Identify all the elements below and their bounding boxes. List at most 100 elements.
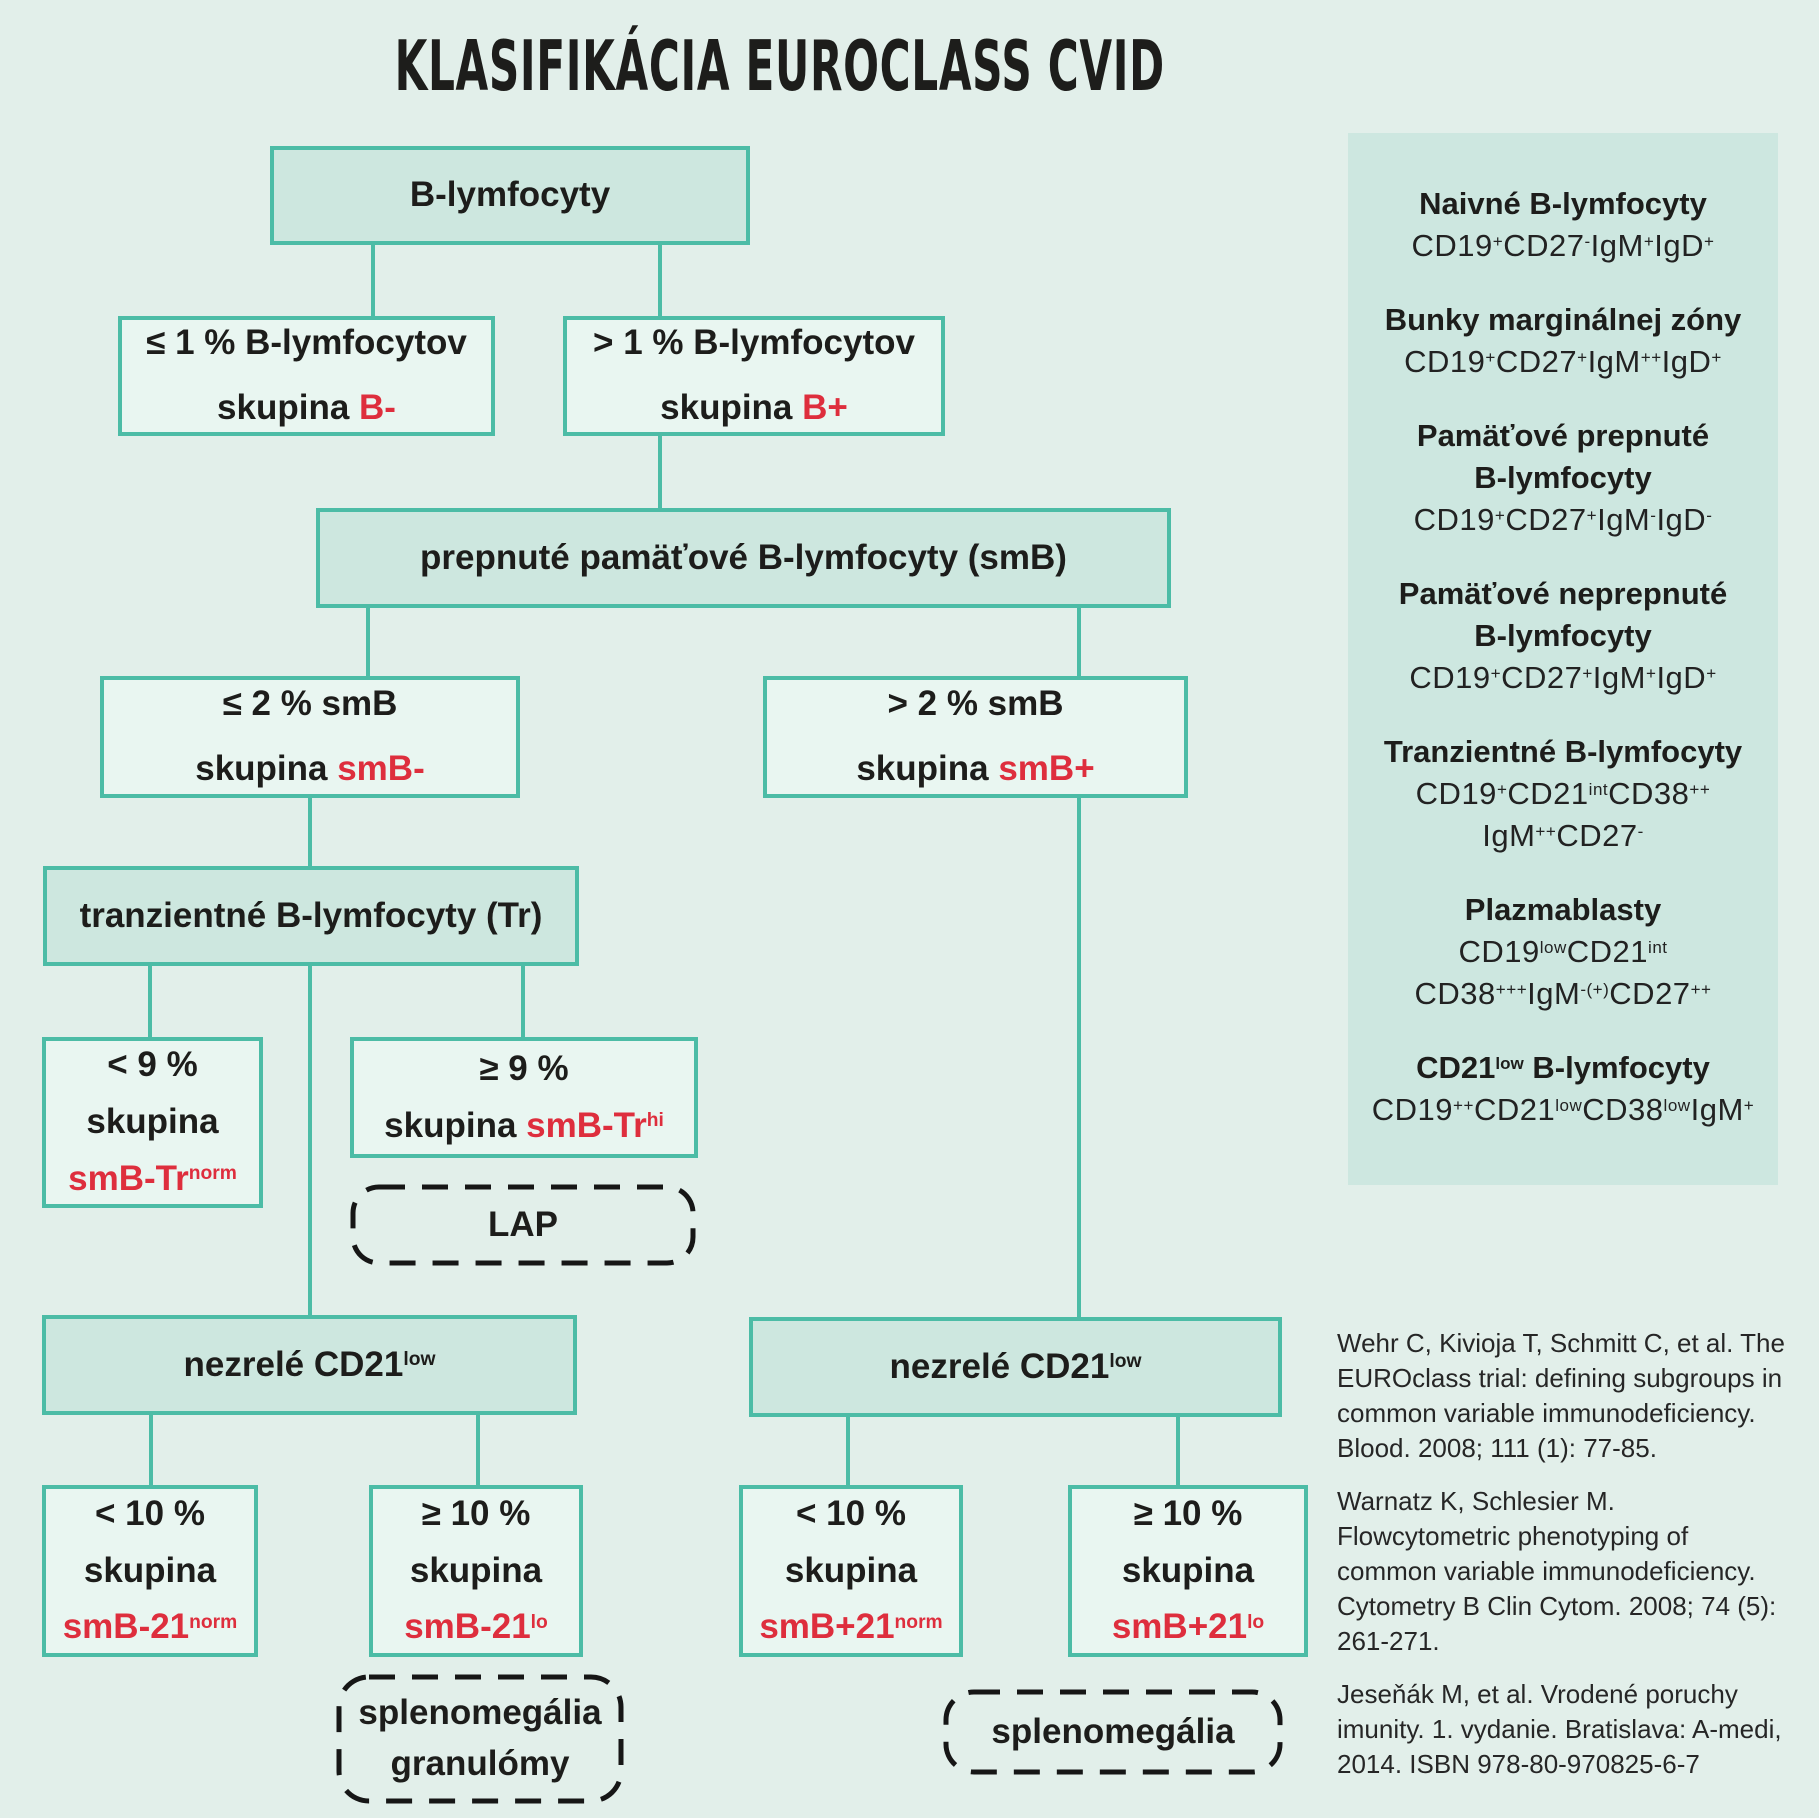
node-immature-cd21low-right: nezrelé CD21low xyxy=(749,1317,1282,1417)
text-line: CD19lowCD21int xyxy=(1458,934,1668,969)
text-line: CD19+CD27-IgM+IgD+ xyxy=(1411,228,1715,263)
page-title-text: KLASIFIKÁCIA EUROCLASS CVID xyxy=(394,26,1166,107)
references: Wehr C, Kivioja T, Schmitt C, et al. The… xyxy=(1337,1326,1792,1800)
node-group-smb-plus-21norm: < 10 % skupina smB+21norm xyxy=(739,1485,963,1657)
connector-line xyxy=(476,1415,480,1485)
text-line: Pamäťové prepnuté xyxy=(1416,418,1710,453)
reference-entry: Warnatz K, Schlesier M. Flowcytometric p… xyxy=(1337,1486,1777,1656)
text-line: smB+21lo xyxy=(1111,1607,1265,1647)
text-line: nezrelé CD21low xyxy=(183,1344,436,1384)
reference-entry: Jeseňák M, et al. Vrodené poruchy imunit… xyxy=(1337,1679,1782,1779)
connector-line xyxy=(846,1417,850,1485)
text-line: skupina smB-Trhi xyxy=(384,1105,664,1145)
text-line: skupina xyxy=(86,1102,219,1142)
legend-item-phenotype: CD19++CD21lowCD38lowIgM+ xyxy=(1362,1089,1764,1131)
text-line: skupina xyxy=(784,1550,918,1590)
text-line: CD19+CD27+IgM+IgD+ xyxy=(1409,660,1717,695)
connector-line xyxy=(658,436,662,508)
legend-item-phenotype: CD19+CD27+IgM++IgD+ xyxy=(1362,341,1764,383)
text-line: CD19+CD27+IgM-IgD- xyxy=(1413,502,1713,537)
text-line: < 10 % xyxy=(796,1493,906,1533)
connector-line xyxy=(1176,1417,1180,1485)
text-line: B-lymfocyty xyxy=(1474,618,1652,653)
text-line: ≤ 2 % smB xyxy=(222,684,398,724)
connector-line xyxy=(308,798,312,866)
legend-item-name: Tranzientné B-lymfocyty xyxy=(1362,731,1764,773)
dashed-border xyxy=(350,1184,696,1266)
reference-entry: Wehr C, Kivioja T, Schmitt C, et al. The… xyxy=(1337,1328,1785,1463)
text-line: Bunky marginálnej zóny xyxy=(1384,302,1742,337)
text-line: > 1 % B-lymfocytov xyxy=(593,323,915,363)
text-line: skupina smB+ xyxy=(856,749,1095,788)
legend-item-name: Plazmablasty xyxy=(1362,889,1764,931)
text-line: CD19+CD21intCD38++ xyxy=(1415,776,1711,811)
text-line: smB+21norm xyxy=(759,1607,943,1647)
dashed-border xyxy=(336,1674,624,1804)
text-line: CD19++CD21lowCD38lowIgM+ xyxy=(1371,1092,1755,1127)
text-line: splenomegália xyxy=(358,1693,602,1733)
node-switched-memory-b: prepnuté pamäťové B-lymfocyty (smB) xyxy=(316,508,1171,608)
connector-line xyxy=(148,966,152,1037)
text-line: skupina B+ xyxy=(660,388,848,427)
connector-line xyxy=(658,245,662,316)
text-line: ≥ 9 % xyxy=(479,1048,569,1088)
legend-item-phenotype: CD19+CD27+IgM-IgD- xyxy=(1362,499,1764,541)
text-line: smB-21norm xyxy=(62,1607,238,1647)
node-splenomegaly-granulomas: splenomegália granulómy xyxy=(336,1674,624,1804)
legend-item-phenotype: CD19+CD27+IgM+IgD+ xyxy=(1362,657,1764,699)
text-line: < 9 % xyxy=(107,1045,198,1085)
text-line: Plazmablasty xyxy=(1464,892,1662,927)
node-group-smb-plus: > 2 % smB skupina smB+ xyxy=(763,676,1188,798)
text-line: CD21low B-lymfocyty xyxy=(1416,1050,1710,1085)
connector-line xyxy=(371,245,375,316)
text-line: prepnuté pamäťové B-lymfocyty (smB) xyxy=(420,537,1067,577)
text-line: Naivné B-lymfocyty xyxy=(1419,186,1707,221)
legend-item-phenotype: CD19+CD27-IgM+IgD+ xyxy=(1362,225,1764,267)
text-line: Pamäťové neprepnuté xyxy=(1398,576,1728,611)
text-line: CD19+CD27+IgM++IgD+ xyxy=(1404,344,1722,379)
text-line: B-lymfocyty xyxy=(409,175,611,215)
connector-line xyxy=(521,966,525,1037)
text-line: B-lymfocyty xyxy=(1474,460,1652,495)
text-line: splenomegália xyxy=(991,1711,1235,1751)
node-immature-cd21low-left: nezrelé CD21low xyxy=(42,1315,577,1415)
legend-item-phenotype: CD19+CD21intCD38++ IgM++CD27- xyxy=(1362,773,1764,857)
text-line: LAP xyxy=(488,1204,558,1244)
node-splenomegaly: splenomegália xyxy=(943,1689,1283,1775)
text-line: IgM++CD27- xyxy=(1482,818,1644,853)
connector-line xyxy=(308,966,312,1315)
connector-line xyxy=(366,608,370,676)
text-line: skupina B- xyxy=(217,388,396,427)
page-title: KLASIFIKÁCIA EUROCLASS CVID xyxy=(0,26,1560,107)
text-line: skupina xyxy=(83,1550,217,1590)
text-line: smB-Trnorm xyxy=(68,1158,237,1198)
legend-item-name: CD21low B-lymfocyty xyxy=(1362,1047,1764,1089)
legend-item-name: Naivné B-lymfocyty xyxy=(1362,183,1764,225)
legend-item-name: Bunky marginálnej zóny xyxy=(1362,299,1764,341)
node-group-b-plus: > 1 % B-lymfocytov skupina B+ xyxy=(563,316,945,436)
text-line: > 2 % smB xyxy=(887,684,1064,724)
text-line: Tranzientné B-lymfocyty xyxy=(1383,734,1743,769)
text-line: granulómy xyxy=(390,1744,570,1783)
text-line: smB-21lo xyxy=(404,1607,548,1647)
node-b-lymphocytes: B-lymfocyty xyxy=(270,146,750,245)
text-line: nezrelé CD21low xyxy=(889,1346,1142,1386)
node-group-smb-tr-hi: ≥ 9 % skupina smB-Trhi xyxy=(350,1037,698,1158)
connector-line xyxy=(1077,798,1081,1317)
dashed-border xyxy=(943,1689,1283,1775)
